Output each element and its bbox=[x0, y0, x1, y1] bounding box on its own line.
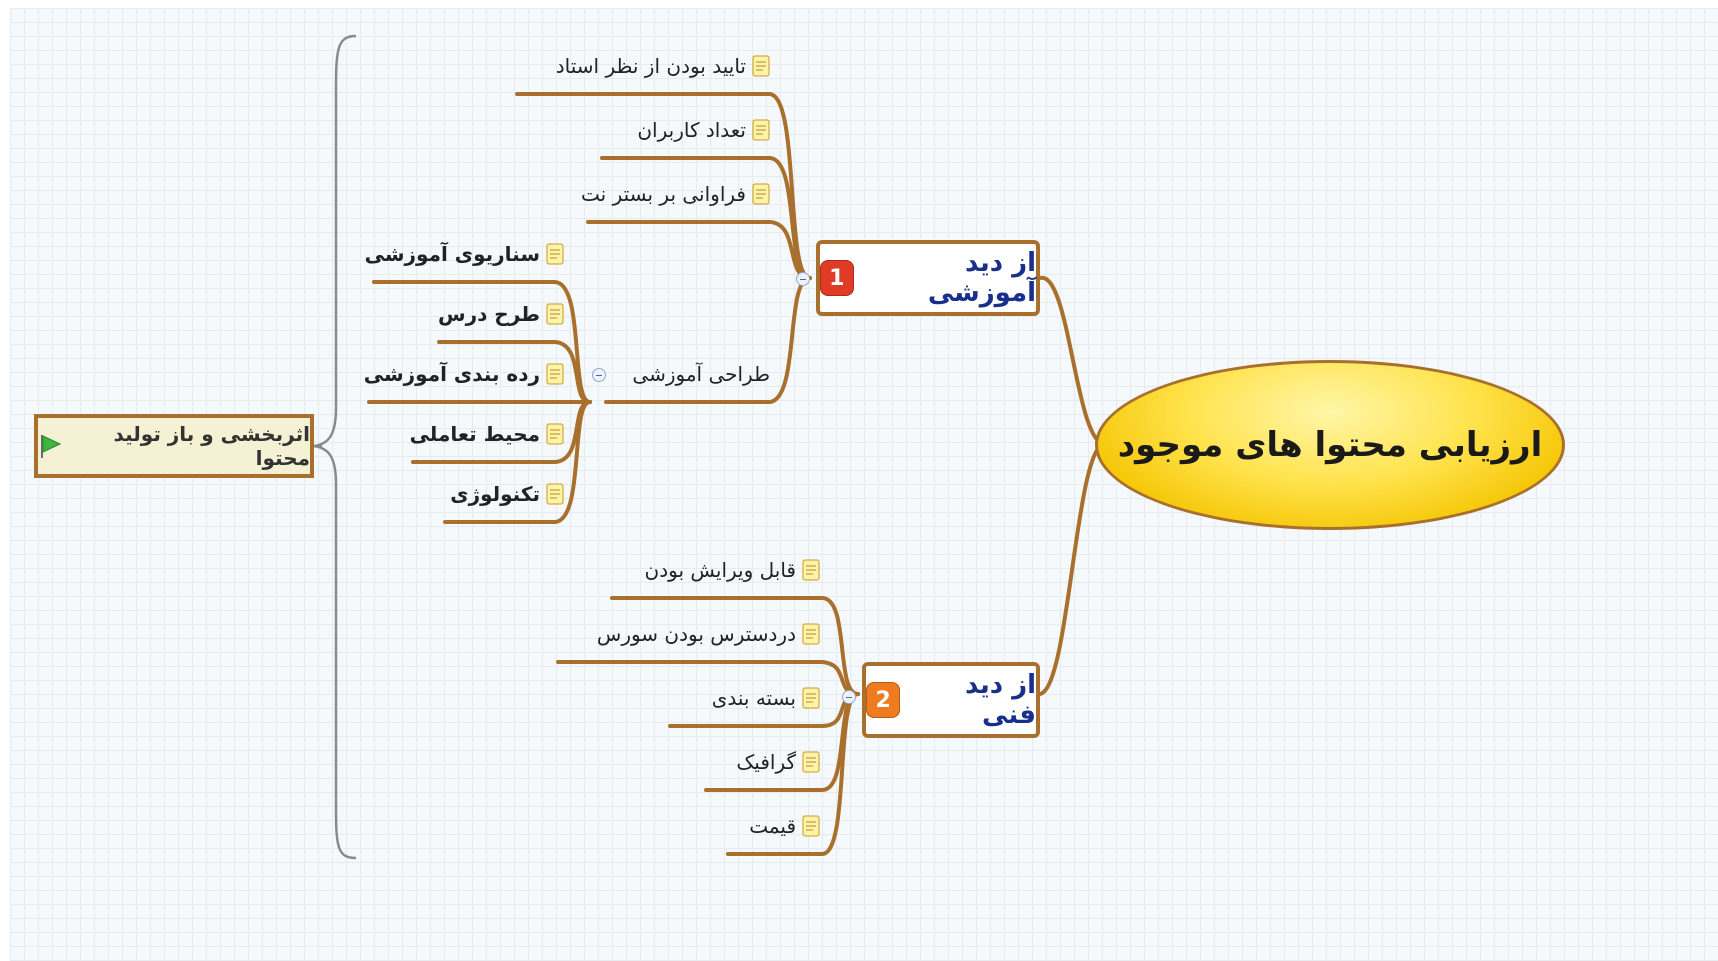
topic-instructional-design[interactable]: طراحی آموزشی bbox=[632, 356, 770, 392]
main-topic-technical[interactable]: از دید فنی 2 bbox=[862, 662, 1040, 738]
connector-central-tech bbox=[1038, 442, 1107, 696]
summary-label: اثربخشی و باز تولید محتوا bbox=[113, 422, 310, 470]
note-icon bbox=[802, 623, 820, 645]
topic-label: رده بندی آموزشی bbox=[363, 362, 540, 386]
topic-label: گرافیک bbox=[736, 750, 796, 774]
summary-topic[interactable]: اثربخشی و باز تولید محتوا bbox=[34, 414, 314, 478]
topic-interactive-environment[interactable]: محیط تعاملی bbox=[410, 416, 564, 452]
topic-graphics[interactable]: گرافیک bbox=[736, 744, 820, 780]
note-icon bbox=[752, 119, 770, 141]
collapse-toggle-icon[interactable] bbox=[796, 272, 810, 286]
connector-edu-child-3 bbox=[586, 220, 812, 280]
topic-abundance-online[interactable]: فراوانی بر بستر نت bbox=[581, 176, 770, 212]
topic-label: طرح درس bbox=[437, 302, 540, 326]
mindmap-canvas: ارزیابی محتوا های موجود از دید آموزشی 1 … bbox=[10, 8, 1718, 961]
connector-sub-child-2 bbox=[437, 340, 592, 404]
topic-source-available[interactable]: دردسترس بودن سورس bbox=[597, 616, 820, 652]
topic-label: محیط تعاملی bbox=[409, 422, 540, 446]
connector-tech-child-1 bbox=[610, 596, 860, 696]
topic-price[interactable]: قیمت bbox=[749, 808, 820, 844]
topic-editable[interactable]: قابل ویرایش بودن bbox=[645, 552, 820, 588]
topic-lesson-plan[interactable]: طرح درس bbox=[438, 296, 564, 332]
topic-label: قیمت bbox=[749, 814, 796, 838]
note-icon bbox=[546, 423, 564, 445]
connector-sub-child-5 bbox=[443, 400, 592, 524]
note-icon bbox=[546, 483, 564, 505]
topic-label: طراحی آموزشی bbox=[632, 362, 770, 386]
note-icon bbox=[802, 559, 820, 581]
main-topic-technical-label: از دید فنی bbox=[964, 670, 1036, 730]
topic-label: تایید بودن از نظر استاد bbox=[555, 54, 746, 78]
priority-badge-1: 1 bbox=[820, 260, 854, 296]
topic-packaging[interactable]: بسته بندی bbox=[712, 680, 820, 716]
note-icon bbox=[752, 183, 770, 205]
topic-educational-scenario[interactable]: سناریوی آموزشی bbox=[365, 236, 564, 272]
note-icon bbox=[802, 687, 820, 709]
topic-label: تعداد کاربران bbox=[637, 118, 746, 142]
topic-label: بسته بندی bbox=[711, 686, 796, 710]
topic-label: سناریوی آموزشی bbox=[364, 242, 540, 266]
topic-label: قابل ویرایش بودن bbox=[644, 558, 796, 582]
main-topic-educational[interactable]: از دید آموزشی 1 bbox=[816, 240, 1040, 316]
priority-badge-2: 2 bbox=[866, 682, 901, 718]
topic-label: دردسترس بودن سورس bbox=[596, 622, 796, 646]
topic-educational-classification[interactable]: رده بندی آموزشی bbox=[364, 356, 564, 392]
topic-approved-by-professor[interactable]: تایید بودن از نظر استاد bbox=[556, 48, 770, 84]
collapse-toggle-icon[interactable] bbox=[842, 690, 856, 704]
topic-label: تکنولوژی bbox=[450, 482, 540, 506]
topic-label: فراوانی بر بستر نت bbox=[581, 182, 746, 206]
note-icon bbox=[752, 55, 770, 77]
note-icon bbox=[546, 303, 564, 325]
green-flag-icon bbox=[41, 435, 61, 458]
note-icon bbox=[802, 815, 820, 837]
central-topic-label: ارزیابی محتوا های موجود bbox=[1117, 425, 1543, 465]
note-icon bbox=[546, 363, 564, 385]
central-topic[interactable]: ارزیابی محتوا های موجود bbox=[1095, 360, 1565, 530]
topic-number-of-users[interactable]: تعداد کاربران bbox=[637, 112, 770, 148]
main-topic-educational-label: از دید آموزشی bbox=[927, 248, 1036, 308]
collapse-toggle-icon[interactable] bbox=[592, 368, 606, 382]
note-icon bbox=[546, 243, 564, 265]
connector-central-edu bbox=[1038, 275, 1107, 446]
topic-technology[interactable]: تکنولوژی bbox=[450, 476, 564, 512]
note-icon bbox=[802, 751, 820, 773]
